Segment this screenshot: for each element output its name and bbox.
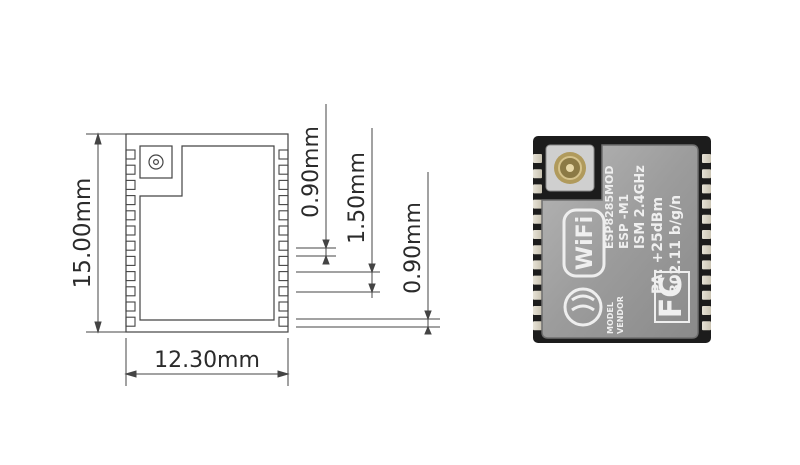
drawing-pad [125, 286, 136, 297]
drawing-pad [278, 195, 289, 206]
svg-text:FC: FC [654, 276, 689, 319]
photo-pad [702, 154, 711, 163]
photo-pad [702, 245, 711, 255]
ufl-connector [545, 144, 595, 192]
drawing-pad [125, 240, 136, 251]
fcc-logo-icon: FC [654, 271, 690, 323]
photo-pad [702, 275, 711, 285]
photo-pad [533, 290, 542, 300]
drawing-pad [125, 195, 136, 206]
drawing-pad [278, 255, 289, 266]
drawing-pad [278, 240, 289, 251]
pads-left [125, 149, 136, 327]
pads-right [278, 149, 289, 327]
drawing-pad [278, 210, 289, 221]
module-outline-drawing [125, 133, 289, 333]
pad-dimension-lines [296, 104, 440, 335]
photo-pad [533, 214, 542, 224]
shield-line4: PA: +25dBm [650, 197, 666, 294]
photo-pad [702, 290, 711, 300]
photo-pad [533, 321, 542, 331]
drawing-pad [278, 225, 289, 236]
photo-pad [702, 260, 711, 270]
photo-pad [702, 306, 711, 315]
shield-marking: MODEL VENDOR ESP8285MOD ESP -M1 ISM 2.4G… [603, 165, 684, 334]
svg-text:WiFi: WiFi [573, 216, 598, 270]
drawing-pad [125, 316, 136, 327]
photo-pad [702, 230, 711, 239]
pad-pitch-label: 1.50mm [345, 152, 370, 244]
shield-outline [139, 145, 275, 321]
antenna-connector-outline [139, 145, 173, 179]
photo-pad [533, 184, 542, 194]
drawing-pad [125, 271, 136, 282]
width-dimension-label: 12.30mm [154, 348, 260, 373]
drawing-pad [278, 271, 289, 282]
drawing-pad [278, 164, 289, 175]
photo-pad [702, 214, 711, 224]
photo-pad [702, 321, 711, 331]
photo-pad [533, 245, 542, 255]
antenna-connector-ring [148, 154, 164, 170]
shield-model-label: MODEL [606, 302, 615, 334]
photo-pad [533, 306, 542, 315]
board-outline [125, 133, 289, 333]
photo-pad [702, 169, 711, 179]
photo-pad [533, 230, 542, 239]
module-photo: MODEL VENDOR ESP8285MOD ESP -M1 ISM 2.4G… [533, 136, 711, 343]
shield-line5: 802.11 b/g/n [668, 195, 684, 294]
photo-pad [533, 154, 542, 163]
drawing-pad [125, 210, 136, 221]
shield-line1: ESP8285MOD [603, 165, 616, 249]
photo-pads-right [702, 154, 711, 331]
photo-pad [533, 260, 542, 270]
wifi-logo-icon: WiFi [562, 208, 606, 278]
drawing-pad [125, 149, 136, 160]
vendor-logo-icon [563, 287, 603, 327]
photo-pad [702, 199, 711, 209]
photo-pad [533, 169, 542, 179]
drawing-pad [125, 301, 136, 312]
photo-pad [533, 199, 542, 209]
drawing-pad [125, 225, 136, 236]
pad-width-top-label: 0.90mm [299, 126, 324, 218]
shield-line2: ESP -M1 [617, 194, 631, 249]
height-dimension [86, 132, 126, 334]
antenna-connector-center [153, 159, 160, 166]
shield-line3: ISM 2.4GHz [633, 165, 648, 249]
height-dimension-label: 15.00mm [70, 178, 96, 289]
photo-pads-left [533, 154, 542, 331]
drawing-pad [278, 179, 289, 190]
drawing-pad [278, 149, 289, 160]
drawing-pad [125, 179, 136, 190]
drawing-pad [125, 255, 136, 266]
drawing-pad [125, 164, 136, 175]
pad-width-bottom-label: 0.90mm [401, 202, 426, 294]
drawing-pad [278, 301, 289, 312]
photo-pad [533, 275, 542, 285]
width-dimension [124, 338, 290, 386]
photo-pad [702, 184, 711, 194]
shield-vendor-label: VENDOR [616, 296, 625, 334]
drawing-pad [278, 286, 289, 297]
drawing-pad [278, 316, 289, 327]
